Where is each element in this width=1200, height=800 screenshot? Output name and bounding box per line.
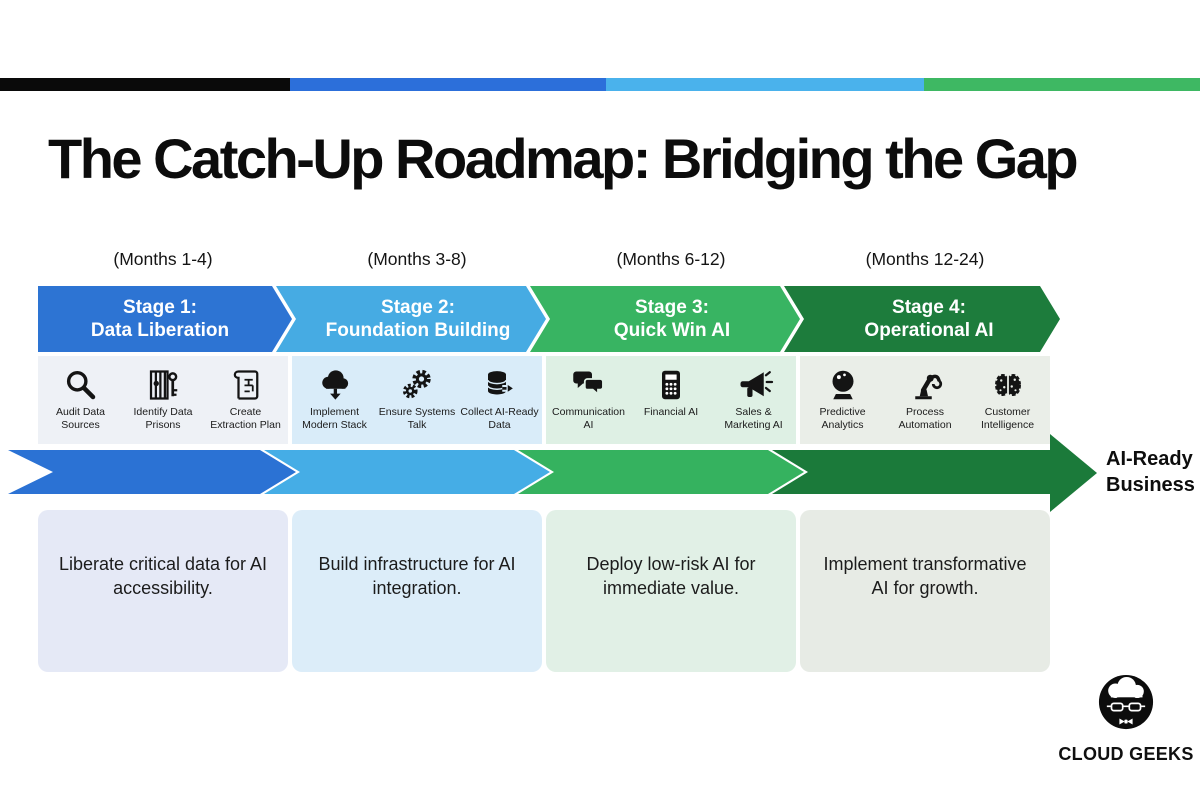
- page-title: The Catch-Up Roadmap: Bridging the Gap: [48, 127, 1079, 190]
- item-label: Sales & Marketing AI: [724, 406, 783, 431]
- stage1-item-create-extraction-plan: Create Extraction Plan: [206, 365, 286, 432]
- stage3-months-label: (Months 6-12): [616, 249, 726, 269]
- stage3-title-line2: Quick Win AI: [613, 320, 731, 341]
- stage2-title-line1: Stage 2:: [381, 297, 455, 318]
- data-prison-icon: [143, 365, 183, 403]
- item-label: Process Automation: [898, 406, 952, 431]
- stage1-description: Liberate critical data for AI accessibil…: [58, 554, 268, 598]
- stage3-icon-panel: Communication AI Financial AI Sales & Ma…: [546, 356, 796, 444]
- database-export-icon: [480, 365, 520, 403]
- stage3-item-sales-marketing-ai: Sales & Marketing AI: [714, 365, 794, 432]
- item-label: Predictive Analytics: [819, 406, 866, 431]
- cloud-download-icon: [315, 365, 355, 403]
- cloud-geeks-wordmark: CLOUD GEEKS: [1058, 744, 1194, 764]
- stage2-description-box: Build infrastructure for AI integration.: [292, 510, 542, 672]
- stage2-icon-panel: Implement Modern Stack Ensure Systems Ta…: [292, 356, 542, 444]
- band-segment-stage1: [8, 450, 296, 494]
- stage3-item-communication-ai: Communication AI: [549, 365, 629, 432]
- stage1-title-line1: Stage 1:: [123, 297, 197, 318]
- stage2-description: Build infrastructure for AI integration.: [318, 554, 516, 598]
- brain-icon: [988, 365, 1028, 403]
- stage4-icon-panel: Predictive Analytics Process Automation …: [800, 356, 1050, 444]
- extraction-plan-icon: [226, 365, 266, 403]
- outcome-label: AI-Ready Business: [1106, 446, 1195, 498]
- magnifier-icon: [61, 365, 101, 403]
- stage4-title-line2: Operational AI: [864, 320, 994, 341]
- outcome-line1: AI-Ready: [1106, 448, 1193, 470]
- band-segment-stage2: [264, 450, 550, 494]
- top-color-bar: [0, 78, 1200, 91]
- stage4-description-box: Implement transformative AI for growth.: [800, 510, 1050, 672]
- stage2-title-line2: Foundation Building: [325, 320, 511, 341]
- outcome-line2: Business: [1106, 474, 1195, 496]
- item-label: Implement Modern Stack: [302, 406, 367, 431]
- stage2-item-implement-modern-stack: Implement Modern Stack: [295, 365, 375, 432]
- item-label: Financial AI: [643, 406, 699, 418]
- band-arrowhead: [1050, 434, 1097, 512]
- item-label: Create Extraction Plan: [210, 406, 281, 431]
- gears-icon: [397, 365, 437, 403]
- stage2-item-ensure-systems-talk: Ensure Systems Talk: [377, 365, 457, 432]
- band-segment-stage3: [518, 450, 804, 494]
- chat-bubbles-icon: [569, 365, 609, 403]
- megaphone-icon: [734, 365, 774, 403]
- band-segment-stage4: [772, 450, 1054, 494]
- robot-arm-icon: [905, 365, 945, 403]
- stage4-item-predictive-analytics: Predictive Analytics: [803, 365, 883, 432]
- item-label: Identify Data Prisons: [133, 406, 193, 431]
- stage3-title-line1: Stage 3:: [635, 297, 709, 318]
- stage2-months-label: (Months 3-8): [367, 249, 467, 269]
- item-label: Collect AI-Ready Data: [460, 406, 539, 431]
- stage2-item-collect-ai-ready-data: Collect AI-Ready Data: [460, 365, 540, 432]
- item-label: Customer Intelligence: [980, 406, 1035, 431]
- cloud-geeks-logo: CLOUD GEEKS: [1056, 671, 1196, 765]
- item-label: Ensure Systems Talk: [378, 406, 456, 431]
- stage3-header: Stage 3: Quick Win AI: [530, 286, 800, 352]
- calculator-icon: [651, 365, 691, 403]
- stage1-months-label: (Months 1-4): [113, 249, 213, 269]
- stage4-title-line1: Stage 4:: [892, 297, 966, 318]
- stage2-header: Stage 2: Foundation Building: [276, 286, 546, 352]
- stage4-item-process-automation: Process Automation: [885, 365, 965, 432]
- stripe-segment-green: [924, 78, 1200, 91]
- stage1-icon-panel: Audit Data Sources Identify Data Prisons…: [38, 356, 288, 444]
- stage3-description: Deploy low-risk AI for immediate value.: [586, 554, 756, 598]
- stage1-header: Stage 1: Data Liberation: [38, 286, 292, 352]
- stripe-segment-blue: [290, 78, 606, 91]
- stage3-description-box: Deploy low-risk AI for immediate value.: [546, 510, 796, 672]
- stage1-item-identify-data-prisons: Identify Data Prisons: [123, 365, 203, 432]
- item-label: Communication AI: [552, 406, 625, 431]
- cloud-geeks-logo-icon: [1093, 674, 1159, 741]
- stripe-segment-light-blue: [606, 78, 924, 91]
- stage4-months-label: (Months 12-24): [865, 249, 985, 269]
- item-label: Audit Data Sources: [55, 406, 106, 431]
- stage1-title-line2: Data Liberation: [90, 320, 230, 341]
- stage4-item-customer-intelligence: Customer Intelligence: [968, 365, 1048, 432]
- stage4-description: Implement transformative AI for growth.: [823, 554, 1027, 598]
- stage4-header: Stage 4: Operational AI: [784, 286, 1060, 352]
- stage1-description-box: Liberate critical data for AI accessibil…: [38, 510, 288, 672]
- stage1-item-audit-data-sources: Audit Data Sources: [41, 365, 121, 432]
- stripe-segment-black: [0, 78, 290, 91]
- stage3-item-financial-ai: Financial AI: [631, 365, 711, 419]
- crystal-ball-icon: [823, 365, 863, 403]
